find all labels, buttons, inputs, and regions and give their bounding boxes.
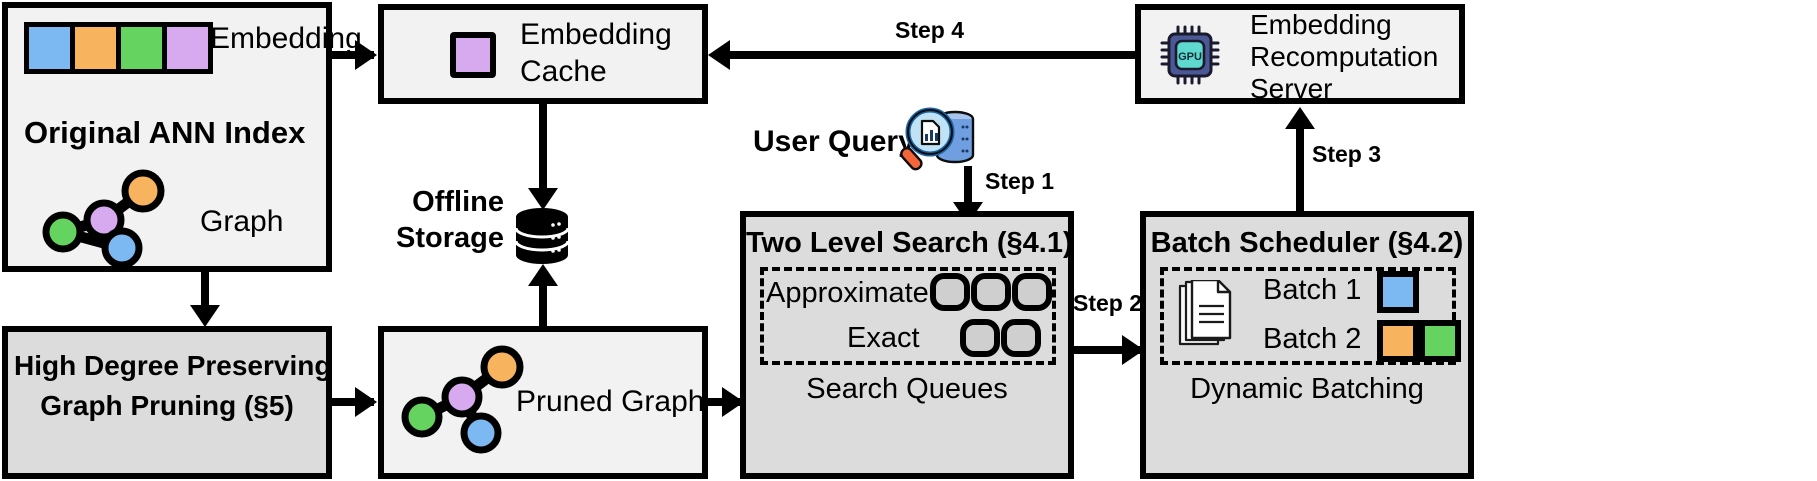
- arrow-pruned-to-storage-head: [528, 264, 558, 286]
- batch-2-item-green: [1419, 320, 1461, 362]
- search-queues-footer: Search Queues: [806, 373, 1008, 405]
- batch-2-item-orange: [1377, 320, 1419, 362]
- arrow-index-to-cache-line: [332, 51, 374, 59]
- approximate-queue-cell-1: [930, 273, 970, 311]
- original-graph-illustration: [40, 168, 170, 266]
- graph-label: Graph: [200, 205, 284, 238]
- graph-pruning-title-line1: High Degree Preserving: [14, 350, 332, 381]
- arrow-index-to-cache-head: [355, 40, 377, 70]
- offline-storage-label-line1: Offline: [412, 186, 504, 218]
- arrow-cache-to-storage-head: [528, 188, 558, 210]
- arrow-index-to-pruning-head: [190, 305, 220, 327]
- approximate-queue-cell-3: [1012, 273, 1052, 311]
- dynamic-batching-dashed-region: [1160, 267, 1456, 365]
- embedding-cell-green: [121, 27, 167, 69]
- batch-1-item-blue: [1377, 271, 1419, 313]
- step-3-label: Step 3: [1312, 141, 1382, 167]
- arrow-step2-line: [1074, 346, 1146, 354]
- exact-queue-cell-1: [960, 319, 1000, 357]
- arrow-step4-line: [726, 51, 1138, 59]
- database-icon: [513, 206, 571, 266]
- embedding-cell-orange: [75, 27, 121, 69]
- arrow-index-to-pruning-line: [201, 272, 209, 308]
- arrow-cache-to-storage-line: [539, 104, 547, 192]
- embedding-cell-purple: [167, 27, 208, 69]
- embedding-cache-title-line2: Cache: [520, 55, 607, 88]
- arrow-step3-line: [1296, 128, 1304, 211]
- magnifier-database-icon: [900, 103, 978, 175]
- user-query-label: User Query: [753, 125, 915, 158]
- exact-label: Exact: [847, 322, 920, 354]
- arrow-pruned-to-storage-line: [539, 285, 547, 330]
- arrow-step4-head: [708, 40, 730, 70]
- original-ann-index-title: Original ANN Index: [24, 115, 306, 150]
- pruned-graph-illustration: [398, 345, 528, 455]
- step-4-label: Step 4: [895, 17, 965, 43]
- pruned-graph-label: Pruned Graph: [516, 385, 705, 418]
- arrow-step3-head: [1285, 107, 1315, 129]
- embedding-strip: [24, 22, 213, 74]
- svg-text:GPU: GPU: [1178, 51, 1202, 63]
- exact-queue-cell-2: [1001, 319, 1041, 357]
- approximate-queue-cell-2: [971, 273, 1011, 311]
- batch-1-label: Batch 1: [1263, 274, 1362, 306]
- graph-pruning-box: [2, 326, 332, 479]
- step-2-label: Step 2: [1073, 290, 1143, 316]
- offline-storage-label-line2: Storage: [396, 222, 504, 254]
- gpu-chip-icon: GPU: [1160, 25, 1222, 85]
- embedding-cache-chip: [450, 32, 496, 78]
- arrow-pruning-to-pruned-line: [332, 398, 374, 406]
- batch-2-label: Batch 2: [1263, 323, 1362, 355]
- graph-pruning-title-line2: Graph Pruning (§5): [40, 390, 294, 421]
- two-level-search-title: Two Level Search (§4.1): [746, 227, 1073, 259]
- arrow-step2-head: [1122, 335, 1144, 365]
- recomputation-server-line3: Server: [1250, 73, 1333, 104]
- arrow-pruned-to-search-head: [722, 387, 744, 417]
- approximate-label: Approximate: [766, 277, 929, 309]
- documents-icon: [1176, 280, 1238, 350]
- dynamic-batching-footer: Dynamic Batching: [1190, 373, 1424, 405]
- batch-scheduler-title: Batch Scheduler (§4.2): [1150, 227, 1464, 259]
- embedding-cell-blue: [29, 27, 75, 69]
- embedding-cache-box: [378, 4, 708, 104]
- arrow-step1-line: [964, 166, 972, 206]
- step-1-label: Step 1: [985, 168, 1055, 194]
- search-queues-dashed-region: [760, 267, 1056, 365]
- recomputation-server-line2: Recomputation: [1250, 41, 1439, 72]
- recomputation-server-line1: Embedding: [1250, 9, 1392, 40]
- arrow-pruning-to-pruned-head: [355, 387, 377, 417]
- embedding-cache-title-line1: Embedding: [520, 18, 672, 51]
- embedding-label: Embedding: [210, 22, 362, 55]
